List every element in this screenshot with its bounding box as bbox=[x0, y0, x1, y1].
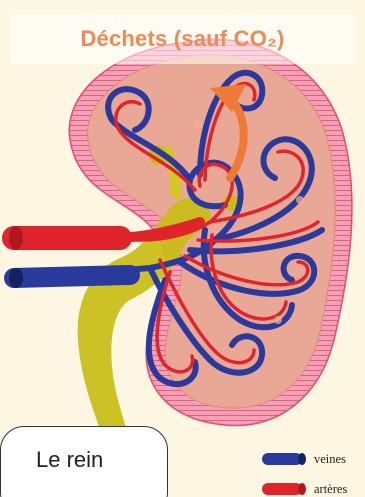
title-banner: Déchets (sauf CO₂) bbox=[10, 14, 355, 64]
label-box: Le rein bbox=[0, 426, 168, 497]
legend-item-veins: veines bbox=[258, 451, 346, 467]
artery-tube-icon bbox=[258, 481, 308, 497]
renal-vein bbox=[9, 268, 130, 288]
vein-tube-icon bbox=[258, 451, 308, 467]
legend-item-arteries: artères bbox=[258, 481, 347, 497]
legend-label-veins: veines bbox=[314, 452, 346, 467]
label-text: Le rein bbox=[36, 447, 103, 473]
title-text: Déchets (sauf CO₂) bbox=[80, 26, 284, 52]
legend-label-arteries: artères bbox=[314, 482, 347, 497]
